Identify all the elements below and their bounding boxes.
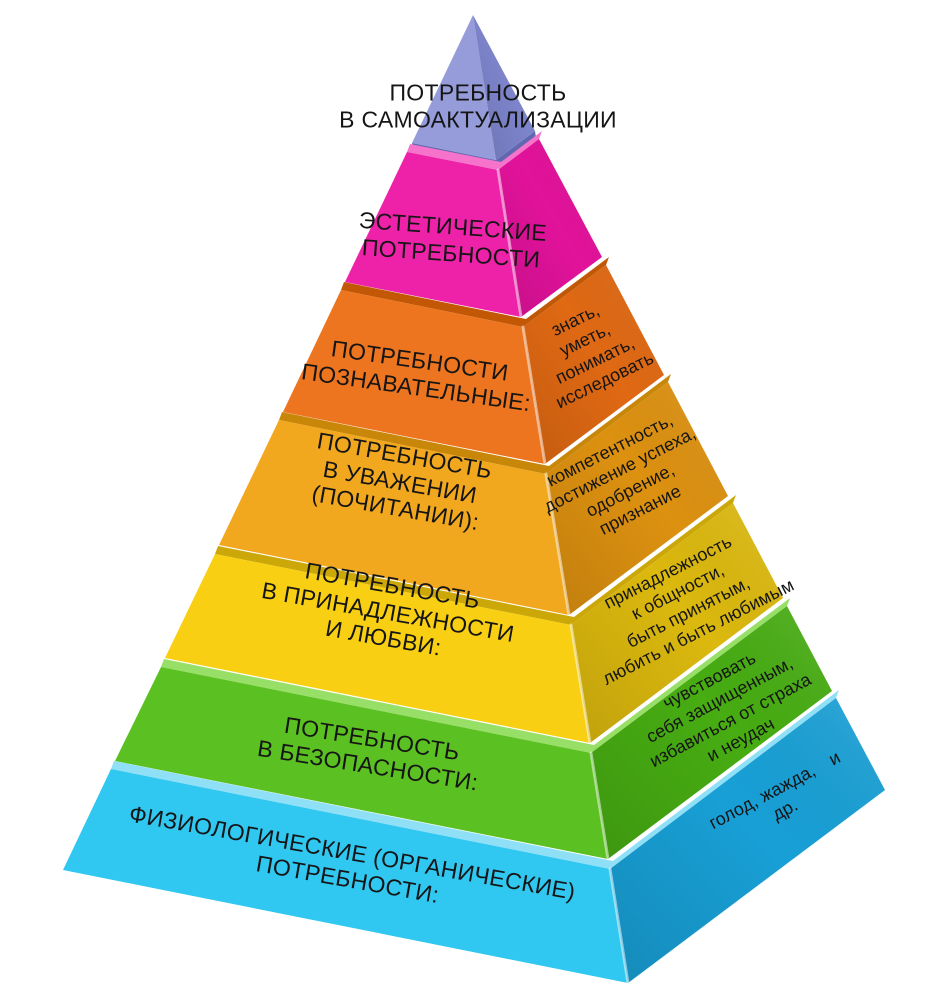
pyramid-level-esteem (219, 374, 728, 617)
level-1-front-face (412, 15, 496, 160)
level-2-right-face-shade (498, 139, 602, 317)
level-5-front-face (165, 554, 590, 743)
level-6-top-rim (161, 598, 790, 753)
level-2-top-rim (407, 131, 542, 170)
level-3-right-face-shade (523, 265, 664, 464)
pyramid-level-belonging-love (165, 495, 783, 745)
level-7-corner-highlight (608, 867, 630, 985)
level-6-front-face (115, 667, 608, 859)
pyramid-level-physiological (63, 690, 885, 985)
level-3-top-rim (341, 257, 609, 327)
pyramid-level-self-actualization (412, 15, 536, 167)
level-4-front-face (219, 420, 569, 615)
level-4-right-face-shade (546, 382, 728, 615)
pyramid-level-cognitive (283, 257, 664, 466)
level-5-right-face-shade (571, 503, 783, 743)
level-1-right-face-shade (473, 15, 535, 160)
level-4-corner-highlight (544, 472, 571, 617)
level-5-top-rim (215, 495, 736, 625)
level-2-corner-highlight (496, 168, 523, 319)
level-6-right-face-shade (591, 606, 832, 859)
pyramid-level-safety (115, 598, 832, 861)
level-3-front-face (283, 290, 545, 464)
level-2-front-face (345, 152, 521, 317)
level-6-corner-highlight (589, 751, 610, 861)
level-5-corner-highlight (569, 623, 592, 745)
level-3-corner-highlight (521, 325, 547, 466)
level-1-base-sliver (412, 131, 536, 167)
level-7-front-face (63, 769, 628, 983)
level-4-top-rim (279, 374, 671, 474)
level-7-right-face-shade (610, 698, 885, 983)
pyramid-level-aesthetic (345, 131, 602, 319)
